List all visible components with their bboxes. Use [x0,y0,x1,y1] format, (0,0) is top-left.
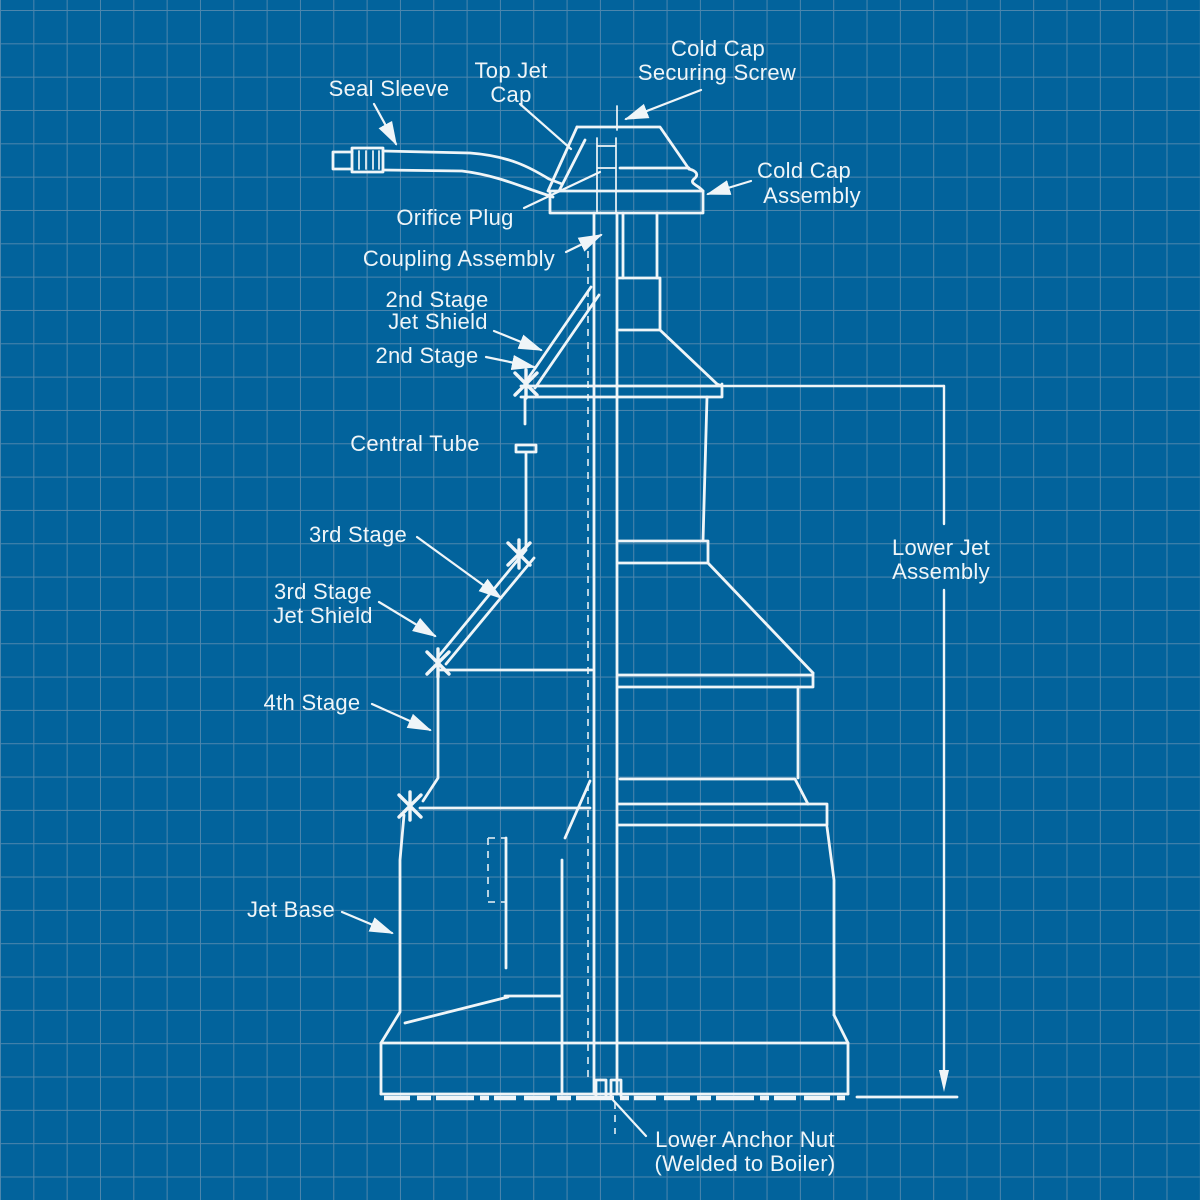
label-third-stage-jet-shield-1: 3rd Stage [274,579,372,604]
label-orifice-plug: Orifice Plug [396,205,513,230]
third-stage-tube [514,443,538,550]
label-jet-base: Jet Base [247,897,335,922]
leader-second-stage-jet-shield [492,329,543,352]
label-third-stage: 3rd Stage [309,522,407,547]
central-tube-and-section [379,211,623,1134]
label-lower-jet-assembly-1: Lower Jet [892,535,990,560]
interior-section-lines [403,779,592,1096]
label-second-stage-jet-shield-1: 2nd Stage [385,287,488,312]
interior-notch [487,837,506,903]
weld-marks [397,368,539,822]
leader-seal-sleeve [372,102,398,146]
leader-securing-screw [624,88,703,121]
lower-anchor-nut-shape [594,1078,623,1098]
label-top-jet-cap-1: Top Jet [474,58,547,83]
label-lower-jet-assembly-2: Assembly [892,559,990,584]
label-third-stage-jet-shield-2: Jet Shield [273,603,373,628]
leader-top-jet-cap [518,102,573,151]
fourth-stage-left-wall [421,668,440,803]
leader-coupling-assembly [564,233,603,254]
leader-cold-cap-assembly [706,179,753,196]
lower-jet-assembly-dimension [722,384,949,1092]
leader-lines [340,88,753,1138]
dimension-arrowhead [939,1070,949,1092]
leader-orifice-plug [522,170,602,210]
label-fourth-stage: 4th Stage [264,690,361,715]
label-lower-anchor-nut-2: (Welded to Boiler) [654,1151,835,1176]
label-cold-cap-assembly-1: Cold Cap [757,158,851,183]
label-seal-sleeve: Seal Sleeve [329,76,450,101]
leader-fourth-stage [370,702,432,732]
leader-third-stage [415,535,503,600]
label-second-stage-jet-shield-2: Jet Shield [388,309,488,334]
label-cold-cap-securing-screw-1: Cold Cap [671,36,765,61]
labels: Seal Sleeve Top Jet Cap Cold Cap Securin… [247,36,990,1176]
seal-sleeve-shape [331,146,564,199]
label-cold-cap-assembly-2: Assembly [763,183,861,208]
leader-third-stage-jet-shield [377,600,437,638]
label-central-tube: Central Tube [350,431,480,456]
third-stage-jet-shield-lines [436,548,536,666]
label-second-stage: 2nd Stage [375,343,478,368]
mid-body-right-profile [616,395,850,1045]
cold-cap-and-upper-body [519,105,724,426]
label-lower-anchor-nut-1: Lower Anchor Nut [655,1127,835,1152]
leader-jet-base [340,910,394,935]
label-coupling-assembly: Coupling Assembly [363,246,555,271]
jet-base-left-wall [379,813,406,1096]
leader-lower-anchor-nut [611,1098,648,1138]
leader-second-stage [484,354,536,370]
label-top-jet-cap-2: Cap [490,82,531,107]
second-stage-jet-shield-lines [525,285,601,390]
label-cold-cap-securing-screw-2: Securing Screw [638,60,796,85]
jet-base-outline [379,1041,959,1101]
